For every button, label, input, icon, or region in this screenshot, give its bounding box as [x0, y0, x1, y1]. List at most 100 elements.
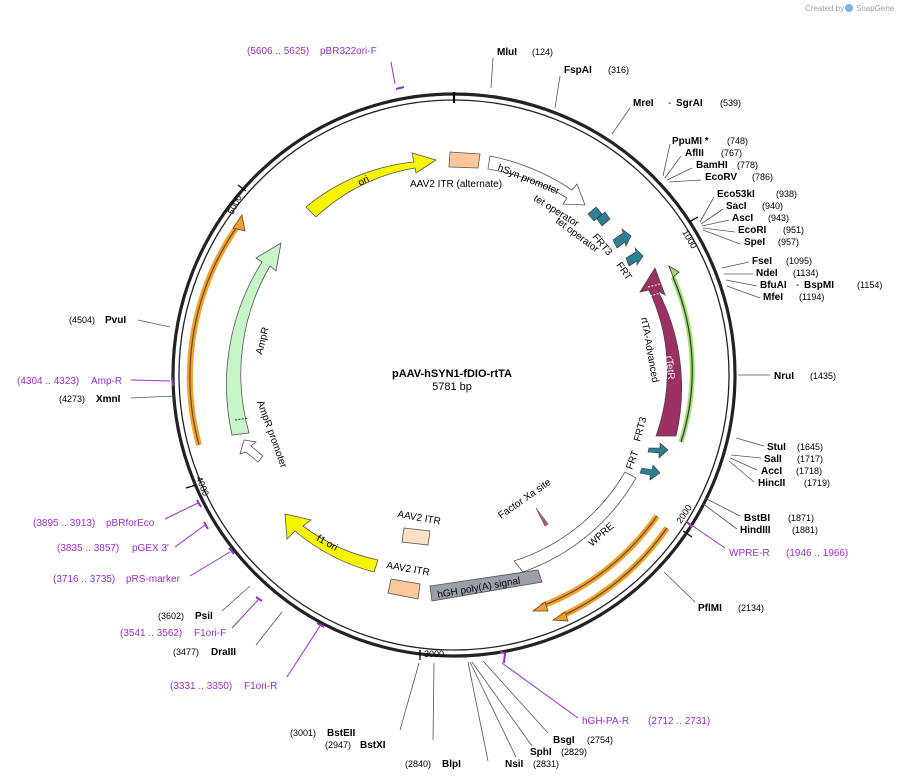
site-asci-pos: (943): [768, 213, 789, 223]
site-bsgi[interactable]: BsgI: [553, 735, 575, 746]
site-stui[interactable]: StuI: [767, 442, 786, 453]
site-acci-pos: (1718): [796, 466, 822, 476]
feature-f1-ori[interactable]: f1 ori: [284, 513, 379, 573]
tick-5000: 5000: [226, 193, 244, 215]
feature-factor-xa-site[interactable]: Factor Xa site: [496, 477, 554, 527]
site-hincii[interactable]: HincII: [758, 478, 785, 489]
feature-hgh-polya[interactable]: hGH poly(A) signal: [429, 569, 543, 602]
site-saci-pos: (940): [762, 201, 783, 211]
feature-aav2-itr-2[interactable]: AAV2 ITR: [385, 560, 430, 600]
site-spei[interactable]: SpeI: [744, 237, 765, 248]
primer-f1ori-f-pos: (3541 .. 3562): [120, 628, 182, 639]
site-draiii[interactable]: DraIII: [211, 647, 236, 658]
primer-pbrforeco[interactable]: pBRforEco: [106, 518, 155, 529]
primer-pbrforeco-pos: (3895 .. 3913): [33, 518, 95, 529]
site-nrui[interactable]: NruI: [774, 371, 794, 382]
site-hindiii[interactable]: HindIII: [740, 525, 771, 536]
feature-aav2-itr-alternate[interactable]: AAV2 ITR (alternate): [410, 151, 502, 190]
site-nsii-pos: (2831): [533, 759, 559, 769]
site-ecorv-pos: (786): [752, 172, 773, 182]
site-ndei-pos: (1134): [793, 268, 818, 278]
feature-frt3-top[interactable]: FRT3: [590, 228, 632, 258]
primer-f1ori-r-pos: (3331 .. 3350): [170, 681, 232, 692]
site-xmni-pos: (4273): [59, 394, 85, 404]
site-xmni[interactable]: XmnI: [96, 394, 121, 405]
feature-frt-top[interactable]: FRT: [614, 247, 644, 283]
primer-pbr322ori-f-pos: (5606 .. 5625): [247, 46, 309, 57]
primer-pgex3[interactable]: pGEX 3': [132, 543, 169, 554]
primer-amp-r-pos: (4304 .. 4323): [17, 376, 79, 387]
plasmid-size: 5781 bp: [432, 381, 472, 393]
site-draiii-pos: (3477): [173, 647, 199, 657]
site-saci[interactable]: SacI: [726, 201, 747, 212]
site-sali[interactable]: SalI: [764, 454, 782, 465]
feature-rtetr-arrow[interactable]: [668, 265, 695, 443]
branding-created-by: Created by: [805, 4, 844, 13]
restriction-sites: MluI (124) FspAI (316) MreI - SgrAI (539…: [59, 47, 882, 770]
site-sali-pos: (1717): [797, 454, 823, 464]
primer-hgh-pa-r-pos: (2712 .. 2731): [648, 716, 710, 727]
feature-ampr[interactable]: AmpR: [226, 242, 282, 436]
site-nsii[interactable]: NsiI: [505, 759, 524, 770]
site-bfuai[interactable]: BfuAI: [760, 280, 787, 291]
site-mfei[interactable]: MfeI: [763, 292, 783, 303]
branding-app: SnapGene: [856, 4, 895, 13]
feature-orange-arrow-2[interactable]: [551, 526, 670, 622]
site-spei-pos: (957): [778, 237, 799, 247]
site-psii[interactable]: PsiI: [195, 611, 213, 622]
feature-ampr-promoter[interactable]: AmpR promoter: [239, 399, 289, 470]
site-mfei-pos: (1194): [799, 292, 824, 302]
site-pvui-pos: (4504): [69, 315, 95, 325]
feature-orange-arrow-1[interactable]: [531, 514, 660, 612]
feature-orange-arrow-left[interactable]: [186, 213, 246, 446]
site-hindiii-pos: (1881): [792, 525, 818, 535]
site-bstbi-pos: (1871): [788, 513, 814, 523]
site-bsteii[interactable]: BstEII: [327, 728, 356, 739]
primer-wpre-r[interactable]: WPRE-R: [729, 548, 770, 559]
site-sphi-pos: (2829): [561, 747, 587, 757]
feature-frt3-bottom-label: FRT3: [632, 416, 649, 443]
site-mrei[interactable]: MreI: [633, 98, 654, 109]
site-hincii-pos: (1719): [804, 478, 830, 488]
site-acci[interactable]: AccI: [761, 466, 782, 477]
primer-hgh-pa-r[interactable]: hGH-PA-R: [582, 716, 629, 727]
site-bfuai-pos: (1154): [857, 280, 882, 290]
site-mlui[interactable]: MluI: [497, 47, 517, 58]
site-stui-pos: (1645): [797, 442, 823, 452]
site-pflmi-pos: (2134): [738, 603, 764, 613]
site-blpi[interactable]: BlpI: [442, 759, 461, 770]
site-bstxi-pos: (2947): [325, 740, 351, 750]
feature-rtetr-label: rTetR: [663, 355, 676, 380]
primer-f1ori-f[interactable]: F1ori-F: [194, 628, 226, 639]
feature-aav2-itr-1[interactable]: AAV2 ITR: [396, 509, 441, 546]
site-ecorv[interactable]: EcoRV: [705, 172, 737, 183]
site-asci[interactable]: AscI: [732, 213, 753, 224]
feature-ori[interactable]: ori: [305, 152, 437, 218]
site-sphi[interactable]: SphI: [530, 747, 552, 758]
primer-prs-marker[interactable]: pRS-marker: [126, 574, 181, 585]
site-aflii[interactable]: AflII: [685, 148, 704, 159]
primers: (5606 .. 5625) pBR322ori-F (4304 .. 4323…: [17, 46, 848, 727]
site-ecori[interactable]: EcoRI: [738, 225, 767, 236]
site-pflmi[interactable]: PflMI: [698, 603, 722, 614]
site-bspmi[interactable]: BspMI: [804, 280, 834, 291]
feature-rtta-advanced[interactable]: rtTA-Advanced rTetR: [638, 267, 682, 437]
site-fspai[interactable]: FspAI: [564, 65, 592, 76]
primer-amp-r[interactable]: Amp-R: [91, 376, 122, 387]
site-fsei-pos: (1095): [786, 256, 812, 266]
site-pvui[interactable]: PvuI: [105, 315, 126, 326]
site-bamhi[interactable]: BamHI: [696, 160, 728, 171]
site-ppumi[interactable]: PpuMI *: [672, 136, 709, 147]
site-bsgi-pos: (2754): [587, 735, 613, 745]
primer-f1ori-r[interactable]: F1ori-R: [244, 681, 277, 692]
site-bstbi[interactable]: BstBI: [744, 513, 770, 524]
site-fsei[interactable]: FseI: [752, 256, 772, 267]
site-ndei[interactable]: NdeI: [756, 268, 778, 279]
site-bsteii-pos: (3001): [290, 728, 316, 738]
site-sgrai[interactable]: SgrAI: [676, 98, 703, 109]
site-bstxi[interactable]: BstXI: [360, 740, 386, 751]
site-eco53ki[interactable]: Eco53kI: [717, 189, 755, 200]
site-ecori-pos: (951): [783, 225, 804, 235]
primer-pbr322ori-f[interactable]: pBR322ori-F: [320, 46, 377, 57]
